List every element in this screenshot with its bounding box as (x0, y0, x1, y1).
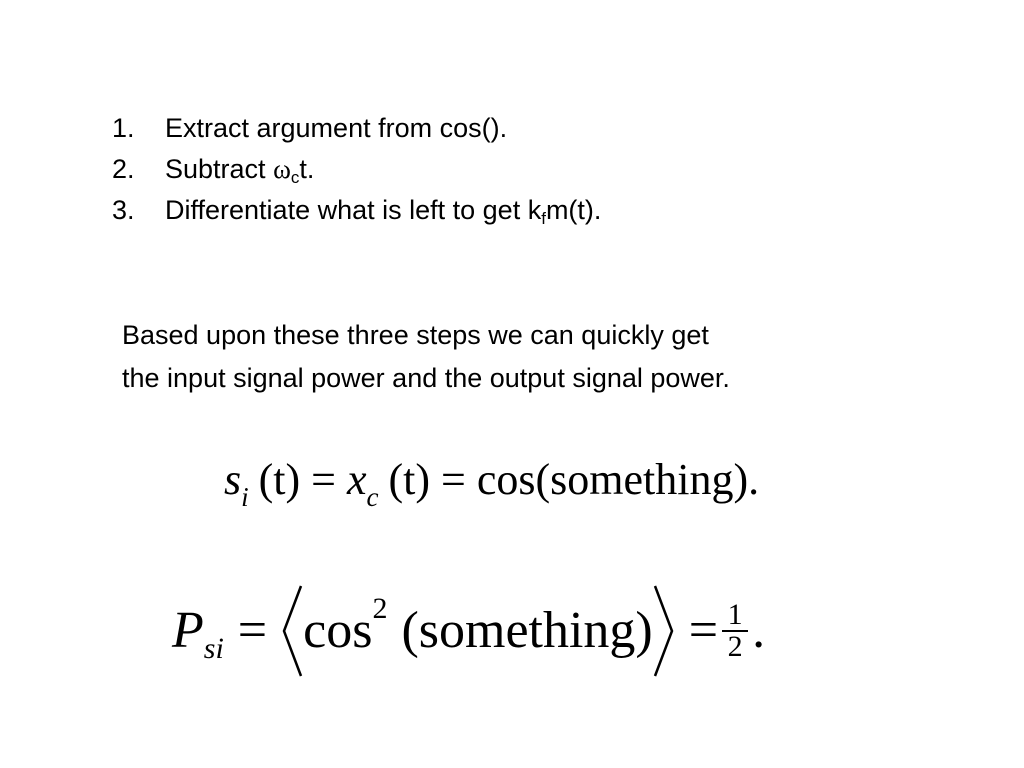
step-1: 1. Extract argument from cos(). (112, 108, 601, 149)
step-2: 2. Subtract ωct. (112, 149, 601, 190)
eq2-P: P (172, 602, 204, 659)
paragraph-line-2: the input signal power and the output si… (122, 363, 730, 393)
input-signal-equation: si (t) = xc (t) = cos(something). (224, 450, 760, 512)
eq2-equals-2: = (688, 602, 719, 659)
step-2-number: 2. (112, 154, 135, 184)
eq1-s: s (224, 455, 242, 504)
step-1-number: 1. (112, 113, 135, 143)
right-angle-bracket-icon (653, 585, 674, 676)
step-2-omega: ω (273, 154, 291, 184)
eq1-equals-2: = (441, 455, 466, 504)
eq1-x-subscript: c (366, 482, 379, 512)
eq1-rhs: cos(something). (476, 455, 760, 504)
step-3: 3. Differentiate what is left to get kfm(… (112, 190, 601, 231)
step-1-text: Extract argument from cos(). (165, 113, 508, 143)
one-half-fraction: 1 2 (722, 597, 749, 663)
step-2-prefix: Subtract (165, 154, 274, 184)
eq1-s-subscript: i (241, 482, 249, 512)
eq2-cos: cos (303, 602, 373, 659)
eq1-arg2: (t) (388, 455, 431, 504)
eq2-period: . (752, 602, 766, 659)
eq1-arg1: (t) (258, 455, 301, 504)
step-3-number: 3. (112, 195, 135, 225)
eq2-equals-1: = (237, 602, 268, 659)
numbered-steps-list: 1. Extract argument from cos(). 2. Subtra… (112, 108, 601, 231)
eq2-power: 2 (372, 592, 388, 625)
step-3-subscript: f (541, 209, 546, 228)
paragraph-line-1: Based upon these three steps we can quic… (122, 320, 709, 350)
step-3-suffix: m(t). (545, 195, 602, 225)
explanation-paragraph: Based upon these three steps we can quic… (122, 314, 730, 400)
eq1-x: x (347, 455, 367, 504)
fraction-numerator: 1 (727, 597, 743, 631)
step-2-suffix: t. (299, 154, 315, 184)
step-2-subscript: c (290, 168, 300, 187)
eq2-argument: (something) (401, 602, 653, 659)
eq2-P-subscript: si (203, 632, 224, 665)
fraction-denominator: 2 (727, 629, 743, 663)
left-angle-bracket-icon (282, 585, 303, 676)
eq1-equals-1: = (311, 455, 336, 504)
step-3-prefix: Differentiate what is left to get k (165, 195, 542, 225)
